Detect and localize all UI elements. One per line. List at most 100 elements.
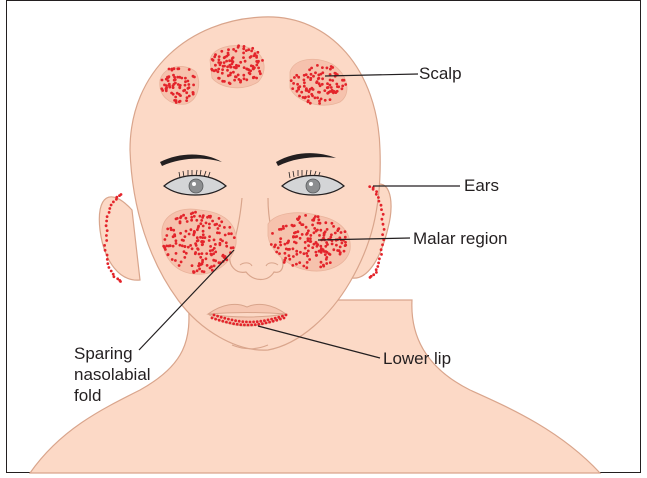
malar-rash-dot	[320, 261, 323, 264]
scalp-rash-dot	[309, 77, 312, 80]
ear-rash-dot	[378, 257, 381, 260]
scalp-rash-dot	[160, 87, 163, 90]
scalp-rash-dot	[329, 68, 332, 71]
ear-rash-dot	[380, 208, 383, 211]
malar-rash-dot	[185, 217, 188, 220]
malar-rash-dot	[221, 240, 224, 243]
ear-rash-dot	[372, 188, 375, 191]
ear-rash-dot	[106, 254, 109, 257]
malar-rash-dot	[335, 244, 338, 247]
malar-rash-dot	[324, 230, 327, 233]
malar-rash-dot	[313, 227, 316, 230]
scalp-rash-dot	[330, 86, 333, 89]
malar-rash-dot	[299, 251, 302, 254]
malar-rash-dot	[199, 222, 202, 225]
malar-rash-dot	[174, 259, 177, 262]
scalp-rash-dot	[243, 66, 246, 69]
scalp-rash-dot	[321, 66, 324, 69]
scalp-rash-dot	[242, 52, 245, 55]
scalp-rash-dot	[317, 77, 320, 80]
scalp-rash-dot	[213, 55, 216, 58]
malar-rash-dot	[214, 251, 217, 254]
malar-rash-dot	[314, 215, 317, 218]
malar-rash-dot	[306, 255, 309, 258]
malar-rash-dot	[279, 241, 282, 244]
scalp-rash-dot	[252, 76, 255, 79]
scalp-rash-dot	[290, 79, 293, 82]
scalp-rash-dot	[226, 69, 229, 72]
malar-rash-dot	[311, 246, 314, 249]
malar-rash-dot	[193, 215, 196, 218]
malar-rash-dot	[307, 244, 310, 247]
malar-rash-dot	[318, 234, 321, 237]
scalp-rash-dot	[235, 50, 238, 53]
malar-rash-dot	[206, 264, 209, 267]
malar-rash-dot	[283, 261, 286, 264]
malar-rash-dot	[228, 226, 231, 229]
malar-rash-dot	[224, 234, 227, 237]
malar-rash-dot	[307, 237, 310, 240]
malar-rash-dot	[193, 231, 196, 234]
scalp-rash-dot	[217, 68, 220, 71]
scalp-rash-dot	[337, 85, 340, 88]
lower-lip-rash-dot	[229, 322, 232, 325]
scalp-rash-dot	[309, 102, 312, 105]
malar-rash-dot	[325, 262, 328, 265]
ear-rash-dot	[368, 185, 371, 188]
scalp-rash-dot	[307, 95, 310, 98]
scalp-rash-dot	[168, 84, 171, 87]
malar-rash-dot	[205, 222, 208, 225]
scalp-rash-dot	[166, 76, 169, 79]
malar-rash-dot	[166, 228, 169, 231]
lower-lip-rash-dot	[249, 321, 252, 324]
scalp-rash-dot	[314, 96, 317, 99]
ear-rash-dot	[369, 276, 372, 279]
malar-rash-dot	[284, 252, 287, 255]
scalp-rash-dot	[335, 83, 338, 86]
malar-rash-dot	[292, 255, 295, 258]
malar-rash-dot	[288, 248, 291, 251]
malar-rash-dot	[332, 248, 335, 251]
lower-lip-rash-dot	[279, 318, 282, 321]
lower-lip-rash-dot	[239, 323, 242, 326]
lower-lip-rash-dot	[218, 319, 221, 322]
malar-rash-dot	[317, 222, 320, 225]
malar-rash-dot	[288, 254, 291, 257]
scalp-rash-dot	[251, 47, 254, 50]
lower-lip-rash-dot	[223, 317, 226, 320]
malar-rash-dot	[324, 253, 327, 256]
scalp-rash-dot	[344, 83, 347, 86]
malar-rash-dot	[306, 261, 309, 264]
malar-rash-dot	[270, 243, 273, 246]
scalp-rash-dot	[341, 87, 344, 90]
scalp-rash-dot	[293, 76, 296, 79]
malar-rash-dot	[304, 214, 307, 217]
malar-rash-dot	[305, 266, 308, 269]
malar-rash-dot	[197, 265, 200, 268]
scalp-rash-dot	[245, 78, 248, 81]
malar-rash-dot	[338, 249, 341, 252]
ear-rash-dot	[112, 201, 115, 204]
lower-lip-rash-dot	[241, 320, 244, 323]
scalp-rash-dot	[218, 55, 221, 58]
scalp-rash-dot	[165, 84, 168, 87]
scalp-rash-dot	[220, 50, 223, 53]
scalp-rash-dot	[318, 82, 321, 85]
malar-rash-dot	[194, 242, 197, 245]
malar-rash-dot	[336, 229, 339, 232]
malar-rash-dot	[184, 245, 187, 248]
sparing-label-line-2: nasolabial	[74, 364, 151, 385]
malar-rash-dot	[220, 220, 223, 223]
malar-rash-dot	[201, 270, 204, 273]
malar-rash-dot	[188, 233, 191, 236]
malar-rash-dot	[201, 243, 204, 246]
lower-lip-rash-dot	[211, 317, 214, 320]
malar-rash-dot	[175, 239, 178, 242]
ear-rash-dot	[382, 213, 385, 216]
scalp-rash-dot	[303, 79, 306, 82]
scalp-rash-dot	[316, 80, 319, 83]
scalp-rash-dot	[221, 80, 224, 83]
scalp-rash-dot	[192, 93, 195, 96]
malar-rash-dot	[230, 232, 233, 235]
malar-rash-dot	[305, 233, 308, 236]
